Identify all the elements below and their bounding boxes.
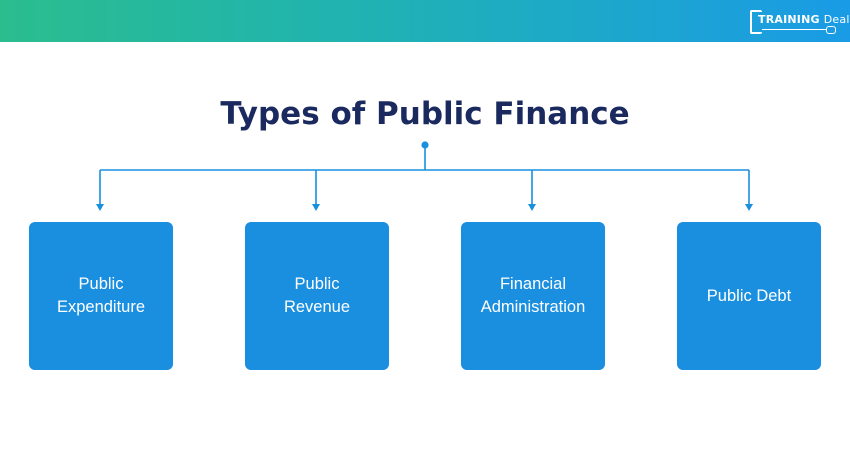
logo-pill-icon (826, 26, 836, 34)
logo-text: TRAINING Deals (758, 13, 850, 26)
arrowhead-3 (528, 204, 536, 211)
logo-word-training: TRAINING (758, 13, 820, 26)
box-label: Public Expenditure (56, 275, 146, 316)
box-public-revenue: Public Revenue (245, 222, 389, 370)
connector-root-dot (421, 141, 429, 149)
logo-bracket-icon (750, 10, 762, 34)
header-band: TRAINING Deals (0, 0, 850, 42)
box-label: Public Debt (706, 286, 792, 305)
logo-word-deals: Deals (823, 13, 850, 26)
arrowhead-1 (96, 204, 104, 211)
logo-underline (762, 29, 826, 30)
diagram-title: Types of Public Finance (220, 96, 630, 132)
arrowhead-2 (312, 204, 320, 211)
training-deals-logo[interactable]: TRAINING Deals (750, 8, 850, 36)
box-public-expenditure: Public Expenditure (29, 222, 173, 370)
box-public-debt: Public Debt (677, 222, 821, 370)
arrowhead-4 (745, 204, 753, 211)
box-financial-administration: Financial Administration (461, 222, 605, 370)
box-label: Financial Administration (480, 275, 586, 316)
box-label: Public Revenue (283, 275, 351, 316)
